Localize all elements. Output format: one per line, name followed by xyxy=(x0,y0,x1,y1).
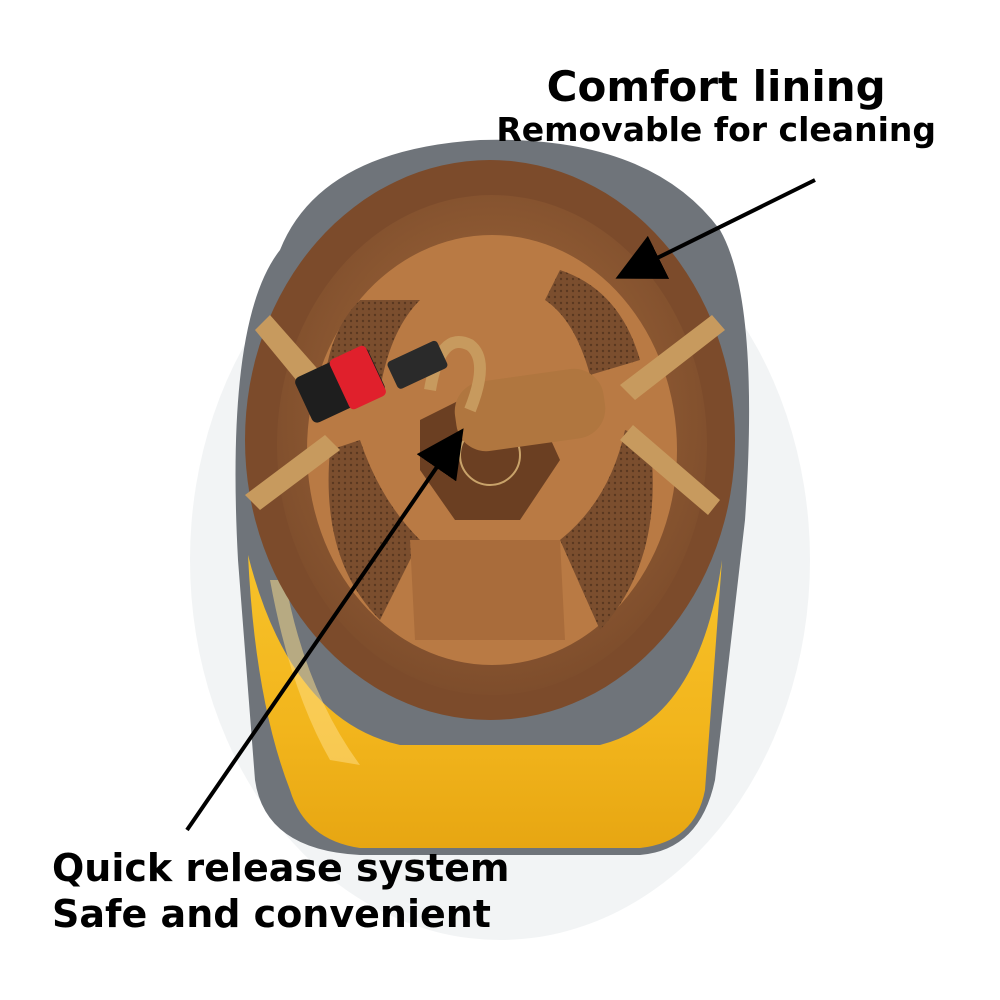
chin-pad xyxy=(454,368,606,452)
callout-bottom-title: Quick release system xyxy=(52,846,510,890)
mesh-panel-right xyxy=(560,430,653,630)
callout-quick-release: Quick release system Safe and convenient xyxy=(52,846,510,936)
strap-right-upper xyxy=(620,315,725,400)
strap-left-lower xyxy=(245,435,340,510)
mesh-panel-left xyxy=(328,440,420,620)
mesh-panel-top-right xyxy=(545,270,640,375)
quick-release-buckle xyxy=(295,340,448,423)
callout-comfort-lining: Comfort lining Removable for cleaning xyxy=(496,62,936,150)
strap-right-lower xyxy=(620,425,720,515)
arrow-bottom xyxy=(185,428,464,832)
arrow-top xyxy=(615,178,816,279)
callout-bottom-subtitle: Safe and convenient xyxy=(52,891,491,936)
lower-pad xyxy=(410,540,565,640)
visor xyxy=(248,555,722,848)
visor-highlight xyxy=(270,580,360,765)
callout-top-title: Comfort lining xyxy=(546,62,886,111)
callout-top-subtitle: Removable for cleaning xyxy=(496,110,936,150)
